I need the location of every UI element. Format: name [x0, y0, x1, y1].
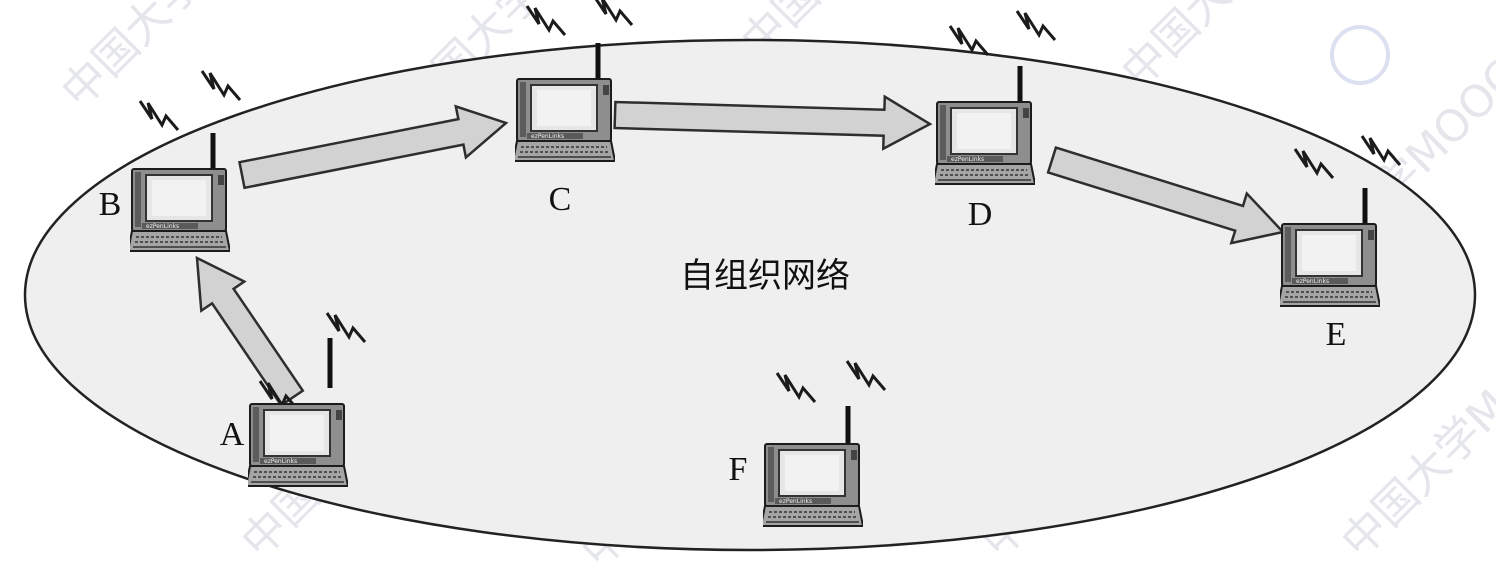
wireless-signal-right-icon — [1015, 10, 1057, 41]
wireless-signal-left-icon — [948, 25, 990, 56]
wireless-signal-right-icon — [594, 0, 634, 26]
laptop-screen-text: ezPenLinks — [779, 498, 812, 505]
node-label-e: E — [1326, 316, 1347, 353]
node-label-c: C — [549, 181, 572, 218]
laptop-screen-text: ezPenLinks — [951, 156, 984, 163]
laptop-screen-text: ezPenLinks — [1296, 278, 1329, 285]
node-label-f: F — [729, 451, 748, 488]
laptop-icon — [515, 78, 615, 162]
wireless-signal-left-icon — [258, 380, 300, 411]
node-label-b: B — [99, 186, 122, 223]
arrow-b-to-c — [238, 104, 509, 190]
laptop-screen-text: ezPenLinks — [146, 223, 179, 230]
laptop-icon — [1280, 223, 1380, 307]
arrow-layer — [195, 94, 1286, 408]
node-f: ezPenLinks F — [729, 360, 887, 527]
node-label-a: A — [220, 416, 245, 453]
laptop-icon — [130, 168, 230, 252]
wireless-signal-right-icon — [1360, 135, 1402, 166]
node-b: ezPenLinks B — [99, 70, 242, 252]
laptop-icon — [935, 101, 1035, 185]
wireless-signal-left-icon — [775, 372, 817, 403]
watermark-logo-icon — [1330, 25, 1390, 85]
laptop-screen-text: ezPenLinks — [531, 133, 564, 140]
wireless-signal-left-icon — [138, 100, 180, 131]
wireless-signal-left-icon — [525, 5, 567, 36]
laptop-screen-text: ezPenLinks — [264, 458, 297, 465]
arrow-d-to-e — [1046, 146, 1286, 245]
wireless-signal-right-icon — [200, 70, 242, 101]
arrow-c-to-d — [613, 94, 933, 151]
wireless-signal-left-icon — [1293, 148, 1335, 179]
node-layer: ezPenLinksAezPenLinksBezPenLinksCezPenLi… — [99, 0, 1402, 527]
laptop-icon — [763, 443, 863, 527]
wireless-signal-right-icon — [845, 360, 887, 391]
node-a: ezPenLinks A — [220, 312, 367, 487]
laptop-icon — [248, 403, 348, 487]
node-label-d: D — [968, 196, 993, 233]
network-caption: 自组织网络 — [680, 256, 850, 296]
wireless-signal-right-icon — [325, 312, 367, 343]
